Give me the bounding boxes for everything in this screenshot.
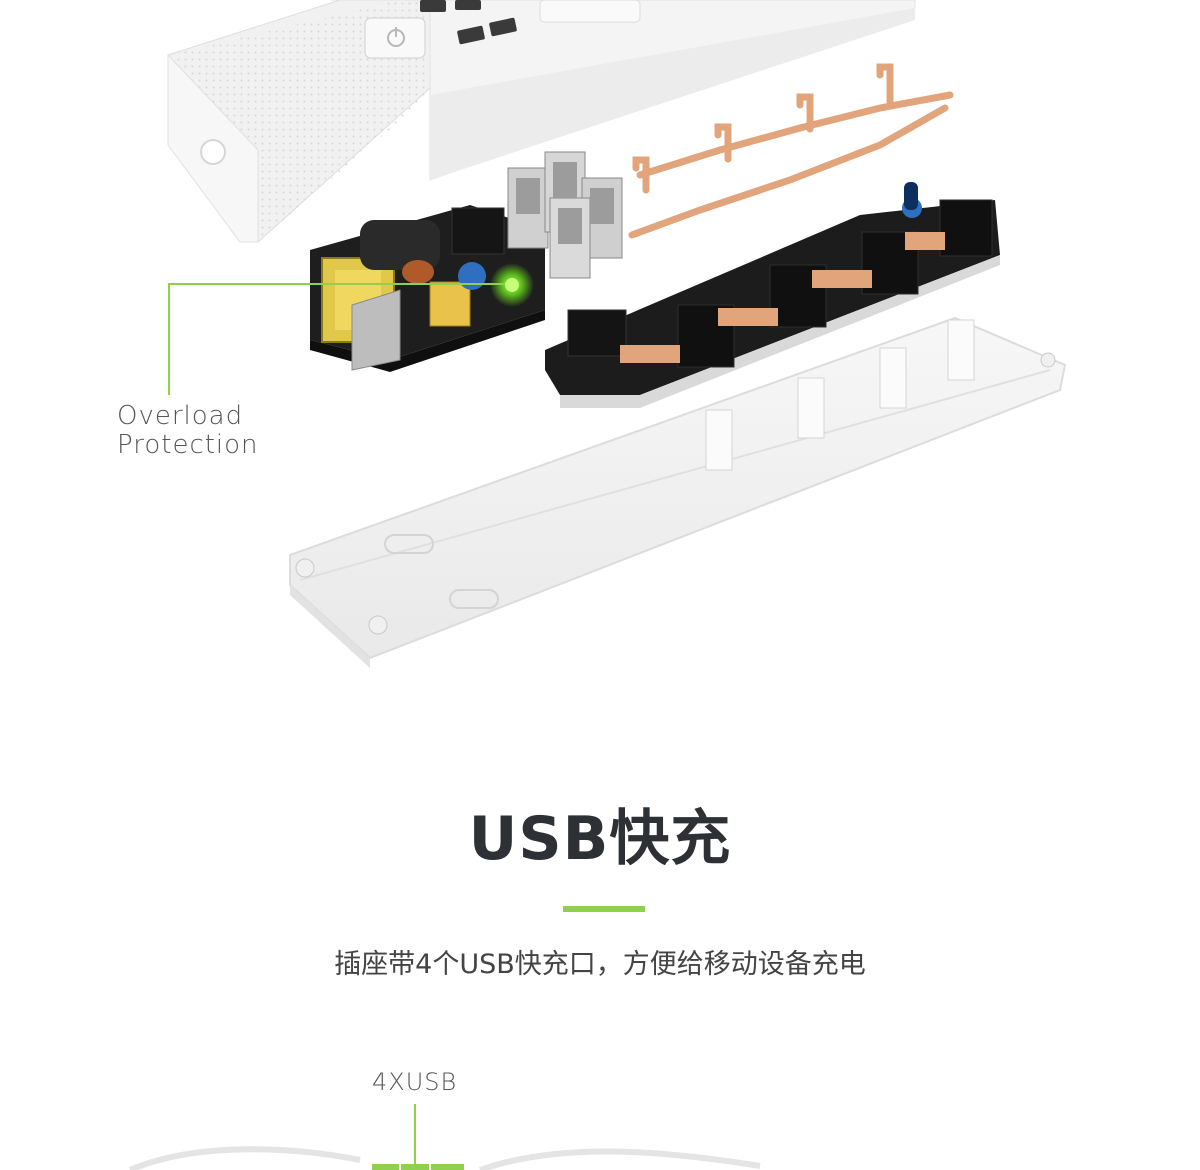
- power-icon: [364, 17, 426, 59]
- overload-leader: [168, 283, 505, 395]
- overload-protection-label: Overload Protection: [117, 402, 259, 460]
- copper-busbars: [628, 63, 954, 239]
- usb-port-cluster: [507, 151, 623, 279]
- usb-port-icon: [420, 0, 517, 45]
- overload-label-line1: Overload: [117, 401, 244, 431]
- power-supply-pcb: [310, 205, 545, 372]
- usb-count-label: 4XUSB: [372, 1068, 458, 1096]
- usb-leader-line: [414, 1104, 416, 1166]
- power-strip-exploded-illustration: [167, 0, 1067, 668]
- usb-product-preview: [128, 1146, 761, 1170]
- bottom-tray: [289, 316, 1067, 668]
- title-divider: [563, 906, 645, 912]
- socket-pcb: [545, 182, 1000, 408]
- top-casing: [167, 0, 916, 243]
- overload-label-line2: Protection: [117, 430, 259, 460]
- section-title: USB快充: [468, 804, 732, 874]
- section-subtitle: 插座带4个USB快充口，方便给移动设备充电: [334, 949, 866, 980]
